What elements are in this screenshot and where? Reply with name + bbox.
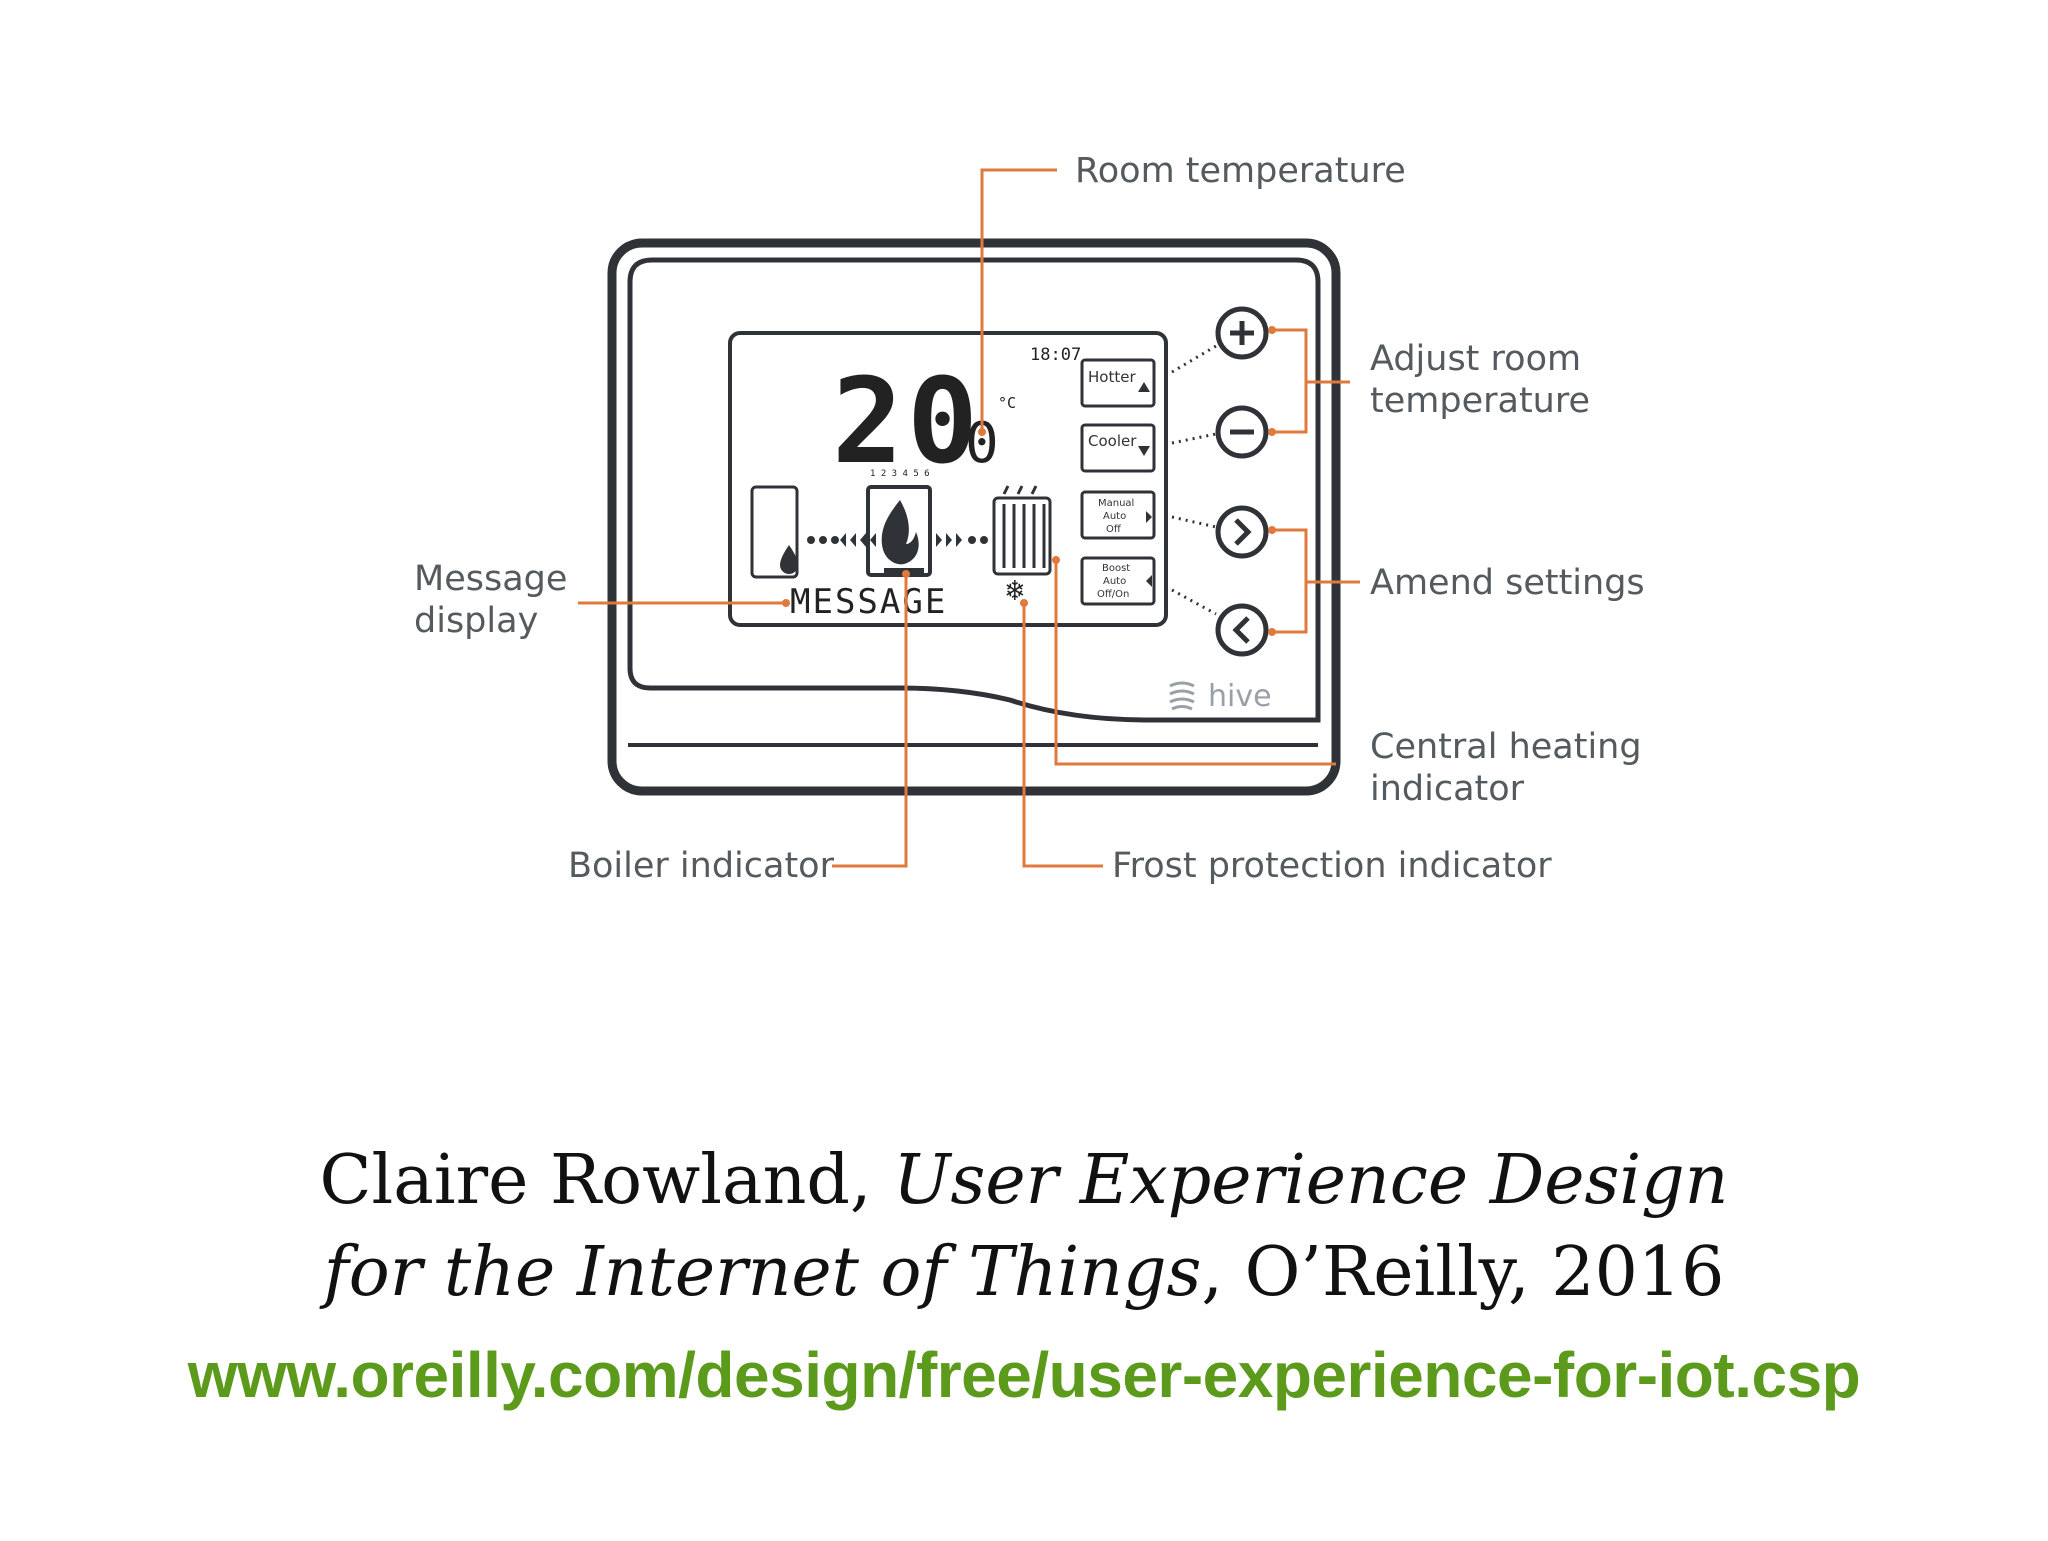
chevron-left-icon: [1232, 616, 1250, 644]
temperature-unit: °C: [998, 394, 1016, 412]
citation: Claire Rowland, User Experience Design f…: [0, 1135, 2048, 1319]
up-arrow-icon: [1138, 382, 1150, 392]
flow-arrows-left: [807, 533, 876, 547]
lcd-screen: [728, 331, 1168, 627]
callout-dots: [782, 326, 1276, 636]
mode-arrow-icon: [1146, 511, 1152, 523]
water-drop-icon: [780, 545, 798, 574]
label-room-temperature: Room temperature: [1075, 151, 1406, 191]
offon-label: Off/On: [1097, 589, 1129, 600]
hive-logo-text: hive: [1208, 679, 1272, 714]
auto2-label: Auto: [1103, 576, 1126, 587]
label-adjust-room-2: temperature: [1370, 381, 1590, 421]
plus-button[interactable]: [1215, 306, 1269, 360]
radiator-icon: [992, 485, 1052, 576]
boost-arrow-icon: [1146, 575, 1152, 587]
clock: 18:07: [1030, 345, 1081, 365]
chevron-right-icon: [1234, 518, 1252, 546]
citation-title-1: User Experience Design: [893, 1141, 1729, 1220]
day-numbers: 1 2 3 4 5 6: [870, 469, 930, 479]
label-central-heating-2: indicator: [1370, 769, 1525, 809]
hot-water-tank-icon: [750, 485, 799, 579]
cooler-label: Cooler: [1088, 432, 1137, 450]
callout-lines: [578, 168, 1360, 868]
hotter-label-box: [1080, 358, 1156, 408]
snowflake-icon: ❄: [1006, 573, 1024, 608]
cooler-label-box: [1080, 423, 1156, 473]
manual-label: Manual: [1098, 498, 1134, 509]
citation-author: Claire Rowland,: [319, 1141, 894, 1220]
source-url[interactable]: www.oreilly.com/design/free/user-experie…: [187, 1339, 1861, 1411]
label-message-display-2: display: [414, 601, 538, 641]
plus-icon: [1230, 321, 1254, 345]
hive-logo-icon: [1169, 681, 1195, 711]
boost-label: Boost: [1102, 563, 1130, 574]
label-adjust-room-1: Adjust room: [1370, 339, 1581, 379]
next-button[interactable]: [1215, 505, 1269, 559]
back-button[interactable]: [1215, 603, 1269, 657]
label-message-display-1: Message: [414, 559, 567, 599]
label-frost-protection: Frost protection indicator: [1112, 846, 1552, 886]
citation-title-2: for the Internet of Things: [323, 1233, 1202, 1312]
label-boiler-indicator: Boiler indicator: [568, 846, 835, 886]
citation-publisher: , O’Reilly, 2016: [1201, 1233, 1725, 1312]
label-central-heating-1: Central heating: [1370, 727, 1642, 767]
down-arrow-icon: [1138, 446, 1150, 456]
boost-auto-offon-box: [1080, 556, 1156, 606]
message-text: MESSAGE: [790, 582, 947, 622]
manual-auto-off-box: [1080, 490, 1156, 540]
auto-label: Auto: [1103, 511, 1126, 522]
label-amend-settings: Amend settings: [1370, 563, 1645, 603]
button-connectors: [1171, 344, 1217, 616]
flow-arrows-right: [936, 533, 988, 547]
minus-button[interactable]: [1215, 405, 1269, 459]
hotter-label: Hotter: [1088, 368, 1136, 386]
temperature-main: 20: [832, 352, 982, 490]
off-label: Off: [1106, 524, 1122, 535]
flame-icon: [881, 500, 919, 565]
